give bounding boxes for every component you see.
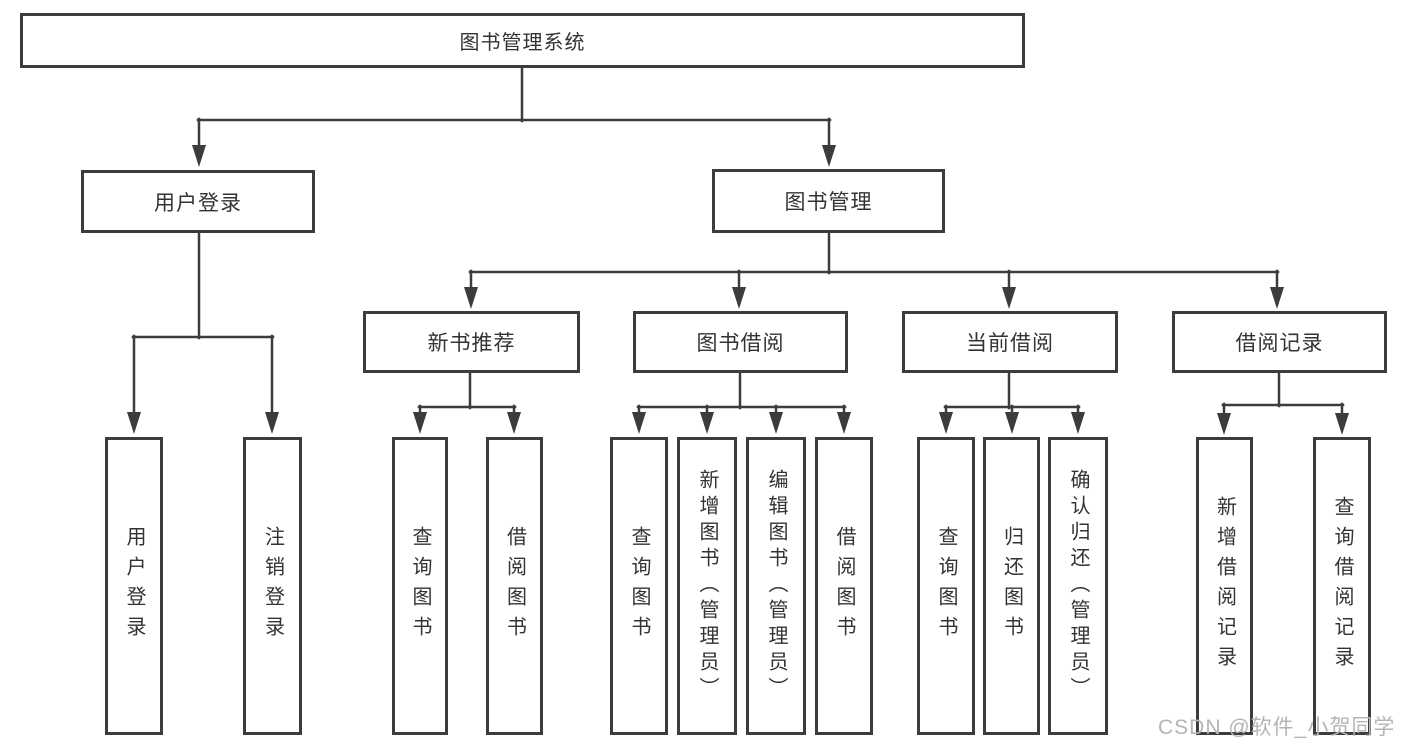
connector-paths <box>131 66 1345 420</box>
node-current-borrowing-label: 当前借阅 <box>966 332 1054 355</box>
node-records-add-record: 新增借阅记录 <box>1196 437 1253 735</box>
node-current-query-book-label: 查询图书 <box>935 526 957 646</box>
node-borrowing-borrow-book: 借阅图书 <box>815 437 873 735</box>
node-recommend-borrow-book-label: 借阅图书 <box>503 526 526 646</box>
node-records-add-record-label: 新增借阅记录 <box>1213 496 1236 676</box>
node-borrowing-edit-book-admin: 编辑图书（管理员） <box>746 437 806 735</box>
node-book-borrowing-label: 图书借阅 <box>696 332 785 355</box>
node-borrowing-edit-book-admin-label: 编辑图书（管理员） <box>765 469 787 703</box>
node-recommend-query-book-label: 查询图书 <box>409 526 431 646</box>
node-current-query-book: 查询图书 <box>917 437 975 735</box>
node-book-management-label: 图书管理 <box>784 191 873 214</box>
node-borrowing-add-book-admin-label: 新增图书（管理员） <box>696 469 718 703</box>
node-current-borrowing: 当前借阅 <box>902 311 1118 373</box>
node-logout-leaf: 注销登录 <box>243 437 302 735</box>
node-logout-leaf-label: 注销登录 <box>261 526 284 646</box>
node-records-query-record-label: 查询借阅记录 <box>1331 496 1353 676</box>
node-current-return-book-label: 归还图书 <box>1000 526 1023 646</box>
node-new-book-recommend-label: 新书推荐 <box>427 332 516 355</box>
node-borrowing-records: 借阅记录 <box>1172 311 1387 373</box>
csdn-watermark: CSDN @软件_小贺同学 <box>1158 716 1396 739</box>
node-user-login-leaf-label: 用户登录 <box>123 526 145 646</box>
node-borrowing-query-book-label: 查询图书 <box>628 526 650 646</box>
node-root-system: 图书管理系统 <box>20 13 1025 68</box>
node-user-login-branch: 用户登录 <box>81 170 315 233</box>
node-borrowing-records-label: 借阅记录 <box>1235 332 1324 355</box>
node-borrowing-add-book-admin: 新增图书（管理员） <box>677 437 737 735</box>
node-new-book-recommend: 新书推荐 <box>363 311 580 373</box>
node-records-query-record: 查询借阅记录 <box>1313 437 1371 735</box>
node-user-login-label: 用户登录 <box>154 191 242 215</box>
node-book-management-branch: 图书管理 <box>712 169 945 233</box>
node-current-confirm-return-admin: 确认归还（管理员） <box>1048 437 1108 735</box>
node-recommend-borrow-book: 借阅图书 <box>486 437 543 735</box>
node-recommend-query-book: 查询图书 <box>392 437 448 735</box>
node-current-return-book: 归还图书 <box>983 437 1040 735</box>
node-borrowing-query-book: 查询图书 <box>610 437 668 735</box>
node-borrowing-borrow-book-label: 借阅图书 <box>833 526 855 646</box>
node-user-login-leaf: 用户登录 <box>105 437 163 735</box>
node-root-label: 图书管理系统 <box>459 32 586 54</box>
node-current-confirm-return-admin-label: 确认归还（管理员） <box>1067 469 1089 703</box>
arrowheads <box>127 145 1349 435</box>
node-book-borrowing: 图书借阅 <box>633 311 848 373</box>
